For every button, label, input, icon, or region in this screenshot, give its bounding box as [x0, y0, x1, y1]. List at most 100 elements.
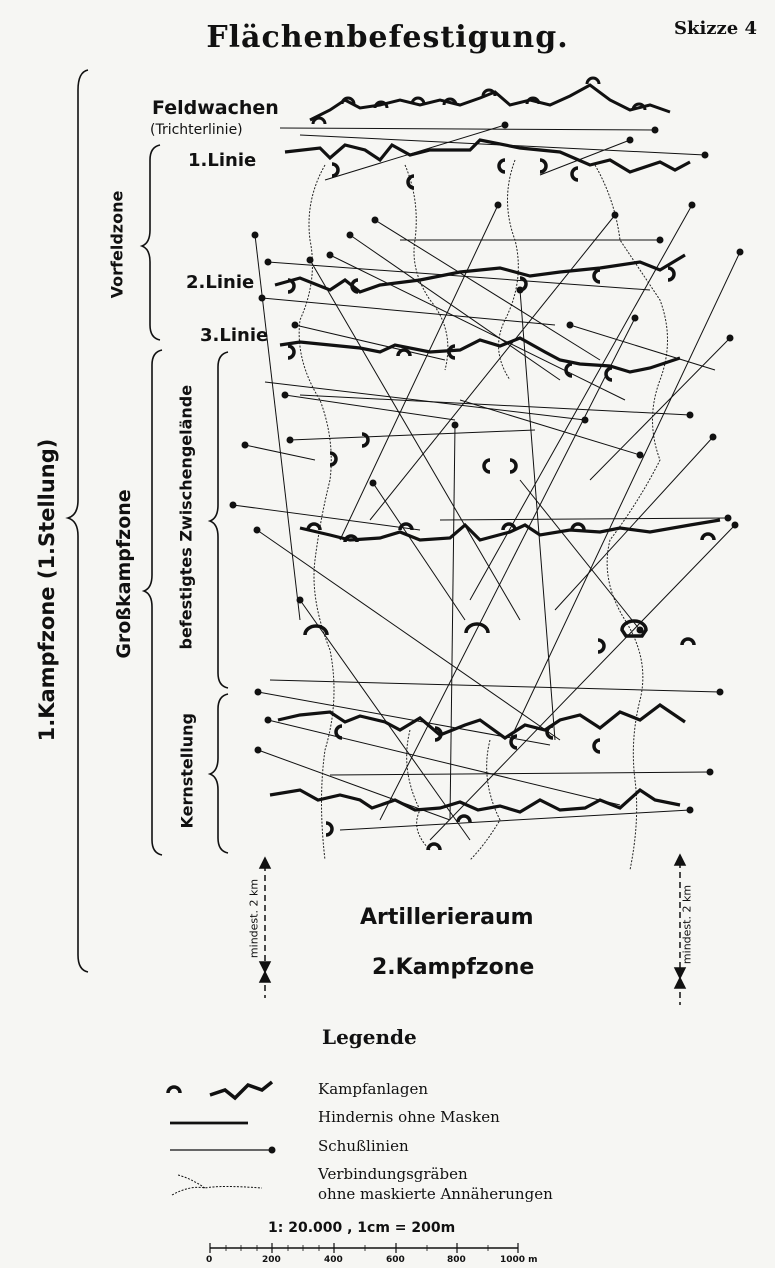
linie-2 [274, 253, 686, 294]
brace-vorfeldzone [139, 144, 161, 341]
fire-line [369, 214, 616, 521]
fire-line [261, 297, 556, 326]
fire-line [289, 429, 536, 441]
kampfanlage [497, 158, 506, 174]
trench-1 [298, 164, 335, 861]
kampfanlage [592, 268, 601, 284]
arrow-left-bottom [258, 961, 272, 974]
fire-line-end [566, 321, 574, 329]
fire-line-end [229, 501, 237, 509]
fire-line-end [636, 451, 644, 459]
kampfanlage-large [464, 622, 490, 634]
trench-5 [406, 729, 431, 851]
kampfanlage [680, 637, 696, 646]
feldwachen-post [442, 97, 458, 106]
fire-line-end [254, 688, 262, 696]
kampfanlage [306, 522, 322, 531]
sketch-number: Skizze 4 [674, 18, 757, 39]
kampfanlage [545, 724, 554, 740]
kampfanlagen-zigzag [209, 1080, 274, 1101]
linie-zwischen [299, 518, 721, 542]
kampfanlage [396, 348, 412, 357]
fire-line-end [264, 258, 272, 266]
legend-item-hindernis: Hindernis ohne Masken [318, 1108, 500, 1126]
fire-line-end [264, 716, 272, 724]
fire-line [589, 337, 731, 481]
verbindungsgraeben [298, 159, 668, 871]
fire-line-end [631, 314, 639, 322]
kampfanlage [667, 266, 676, 282]
fire-line [269, 679, 721, 693]
schusslinie-end [268, 1146, 276, 1154]
arrow-left-top [258, 856, 272, 869]
fire-line [339, 809, 691, 831]
feldwachen-post [311, 116, 327, 125]
trench-2 [404, 164, 449, 371]
scale-tick-label-800: 800 [447, 1255, 466, 1265]
kampfanlage [570, 522, 586, 531]
fire-line [284, 394, 456, 421]
fire-line-end [724, 514, 732, 522]
arrow-left-bottom2 [258, 970, 272, 983]
feldwachen-post [585, 76, 601, 85]
kampfanlagen [287, 158, 716, 851]
distance-markers [258, 853, 687, 1005]
fire-line-end [346, 231, 354, 239]
kampfanlage [597, 638, 606, 654]
label-zwischengelaende: befestigtes Zwischengelände [176, 384, 196, 650]
legend-heading: Legende [322, 1025, 417, 1049]
fire-line-end [296, 596, 304, 604]
kampfanlage-large [620, 619, 648, 638]
trench-4 [594, 164, 668, 871]
fire-line-end [701, 151, 709, 159]
label-feldwachen: Feldwachen [152, 97, 279, 119]
fire-line-end [326, 251, 334, 259]
zone-braces [65, 69, 229, 973]
label-trichterlinie: (Trichterlinie) [150, 122, 243, 138]
scale-tick-label-600: 600 [386, 1255, 405, 1265]
trench-3 [498, 159, 519, 381]
label-mindest-right: mindest. 2 km [680, 884, 694, 965]
fire-line-end [611, 211, 619, 219]
scale-tick-label-0: 0 [206, 1255, 213, 1265]
scale-tick-label-200: 200 [262, 1255, 281, 1265]
kampfanlage [406, 174, 415, 190]
fire-line-end [716, 688, 724, 696]
fire-line [554, 436, 714, 611]
kampflinien [269, 138, 721, 814]
fire-line [232, 504, 421, 531]
arrow-right-top [673, 853, 687, 866]
fire-line [519, 479, 641, 631]
feldwachen-post [525, 96, 541, 105]
fire-line [267, 261, 651, 291]
fire-line-end [736, 248, 744, 256]
label-kernstellung: Kernstellung [177, 713, 197, 829]
fire-line-end [281, 391, 289, 399]
label-mindest-left: mindest. 2 km [247, 878, 261, 959]
scale-bar [209, 1243, 519, 1253]
scale-text: 1: 20.000 , 1cm = 200m [268, 1220, 456, 1236]
fire-line [469, 204, 693, 601]
brace-zwischengelaende [207, 351, 229, 689]
fire-line [309, 259, 521, 621]
fire-line-end [253, 526, 261, 534]
fire-line [299, 599, 471, 841]
kampfanlage [361, 432, 370, 448]
fire-line [254, 234, 301, 621]
fire-line-end [254, 746, 262, 754]
fire-line-end [258, 294, 266, 302]
fire-line [339, 204, 499, 541]
page-title: Flächenbefestigung. [206, 20, 569, 55]
fire-line [372, 482, 466, 621]
kampfanlage [564, 362, 573, 378]
label-vorfeldzone: Vorfeldzone [107, 190, 127, 299]
label-artillerieraum: Artillerieraum [360, 905, 534, 930]
kampfanlage [434, 726, 443, 742]
fire-line-end [371, 216, 379, 224]
kampfanlage [519, 276, 528, 292]
kampfanlage [325, 821, 334, 837]
fire-line-end [636, 626, 644, 634]
legend-symbols [166, 1080, 276, 1196]
